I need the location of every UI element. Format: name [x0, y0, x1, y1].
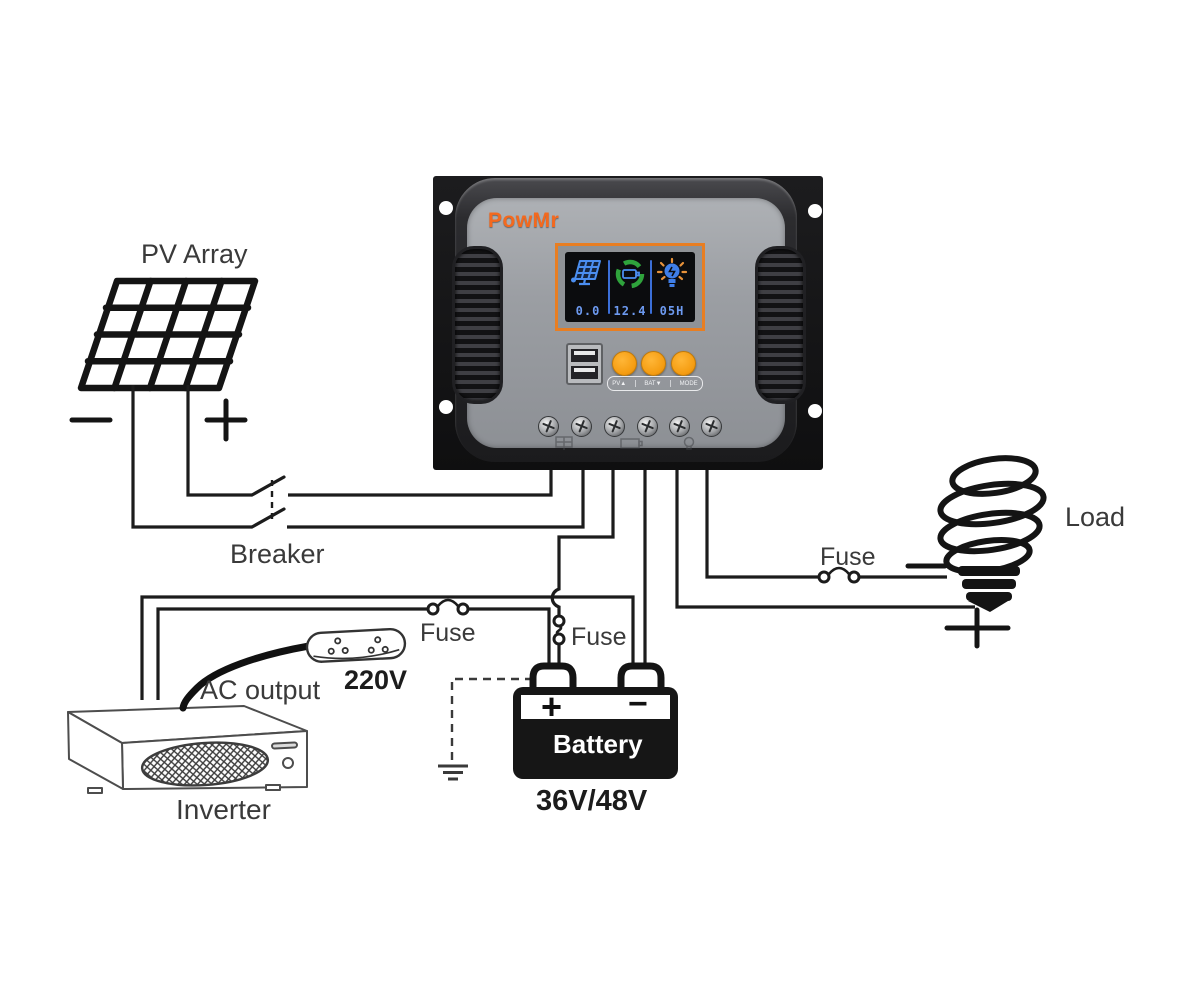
outlet-strip-icon: [305, 627, 407, 663]
pv-array-label: PV Array: [141, 239, 248, 269]
lcd-display: 0.0 12.4: [555, 243, 705, 331]
lcd-pv-value: 0.0: [575, 304, 601, 318]
ac-cable: [179, 642, 313, 712]
inverter-label: Inverter: [176, 794, 271, 825]
pv-array-icon: [77, 277, 259, 392]
terminal-screw: [701, 416, 722, 437]
brand-logo: PowMr: [488, 209, 560, 232]
button-label-strip: PV▲ BAT▼ MODE: [607, 376, 703, 391]
vent-grille-right: [755, 246, 806, 404]
wire-load-negative: [705, 465, 947, 584]
battery-label: Battery: [553, 729, 643, 759]
terminal-screw: [538, 416, 559, 437]
battery-down-button: [641, 351, 666, 376]
lcd-load-cell: 05H: [652, 256, 692, 318]
wire-inverter-negative: [140, 595, 635, 700]
breaker-label: Breaker: [230, 539, 325, 569]
load-label: Load: [1065, 502, 1126, 532]
wire-controller-battery-positive: [550, 465, 615, 666]
battery-plus-sign: +: [541, 686, 563, 727]
load-bulb-icon: [937, 455, 1047, 612]
bulb-shining-icon: [656, 257, 688, 287]
vent-grille-left: [452, 246, 503, 404]
ground-icon: [438, 677, 533, 781]
lcd-pv-cell: 0.0: [568, 256, 608, 318]
pv-button-label: PV▲: [612, 380, 627, 387]
fuse-battery-label: Fuse: [571, 623, 627, 651]
battery-icon: [513, 662, 678, 779]
lcd-separator: [608, 260, 610, 314]
lcd-battery-value: 12.4: [613, 304, 647, 318]
wire-pv-positive: [186, 385, 553, 497]
terminal-screw: [669, 416, 690, 437]
wire-inverter-positive: [156, 598, 551, 700]
lcd-load-value: 05H: [659, 304, 685, 318]
mounting-hole: [808, 204, 822, 218]
pv-plus-sign: [204, 398, 248, 442]
lcd-battery-cell: 12.4: [610, 256, 650, 318]
battery-voltage-label: 36V/48V: [536, 785, 648, 817]
fuse-inverter-label: Fuse: [420, 619, 476, 647]
outlet-voltage-label: 220V: [344, 665, 408, 695]
terminal-screw: [637, 416, 658, 437]
battery-charging-ring-icon: [615, 259, 645, 289]
battery-minus-sign: −: [628, 685, 648, 723]
usb-ports: [566, 343, 603, 385]
wire-pv-negative: [131, 385, 585, 529]
terminal-battery-icon: [620, 438, 643, 449]
mode-button: [671, 351, 696, 376]
terminal-solar-panel-icon: [555, 436, 573, 450]
inverter-icon: [67, 705, 308, 794]
load-plus-sign: [944, 607, 1011, 649]
solar-panel-icon: [571, 260, 601, 286]
mounting-hole: [439, 400, 453, 414]
usb-port-icon: [571, 366, 598, 379]
lcd-separator: [650, 260, 652, 314]
wire-load-positive: [675, 465, 975, 609]
fuse-load-label: Fuse: [820, 543, 876, 571]
ac-output-label: AC output: [200, 675, 321, 705]
bat-button-label: BAT▼: [644, 380, 662, 387]
mounting-hole: [808, 404, 822, 418]
terminal-bulb-icon: [683, 436, 695, 450]
mode-button-label: MODE: [679, 380, 698, 387]
pv-up-button: [612, 351, 637, 376]
mounting-hole: [439, 201, 453, 215]
terminal-screw: [604, 416, 625, 437]
terminal-screw: [571, 416, 592, 437]
usb-port-icon: [571, 349, 598, 362]
